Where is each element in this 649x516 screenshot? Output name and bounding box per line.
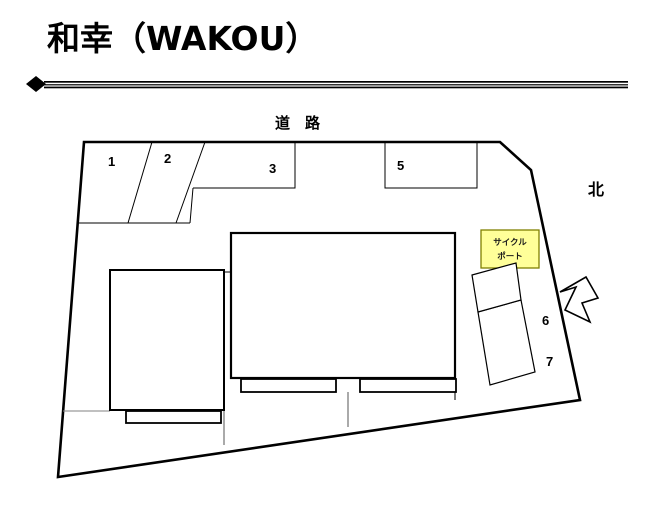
- cycle-port-label-line1: サイクル: [493, 237, 527, 248]
- main-entrance-west: [240, 378, 337, 393]
- diamond-bullet-icon: [26, 76, 46, 92]
- road-label: 道 路: [275, 114, 321, 132]
- title-block: 和幸（WAKOU）: [0, 0, 649, 100]
- stall-label-6: 6: [542, 313, 549, 328]
- west-building-entrance: [125, 410, 222, 424]
- page-title: 和幸（WAKOU）: [47, 19, 319, 58]
- stall-label-1: 1: [108, 154, 115, 169]
- site-plan-svg: 道 路 1 2 3: [56, 114, 604, 479]
- parking-row-east: 6 7: [471, 262, 553, 386]
- main-building: [224, 231, 457, 380]
- title-divider: [26, 76, 628, 92]
- site-plan-drawing: 道 路 1 2 3: [0, 100, 649, 516]
- cycle-port-label-line2: ポート: [497, 251, 523, 262]
- west-building: [109, 269, 225, 411]
- north-label: 北: [588, 180, 604, 199]
- main-entrance-east: [359, 378, 457, 393]
- parking-row-north: [78, 141, 478, 224]
- stall-label-5: 5: [397, 158, 404, 173]
- north-arrow-icon: [559, 275, 600, 324]
- stall-labels-north: 1 2 3 5: [108, 151, 404, 176]
- stall-label-7: 7: [546, 354, 553, 369]
- stall-label-2: 2: [164, 151, 171, 166]
- cycle-port: サイクル ポート: [480, 229, 540, 269]
- stall-label-3: 3: [269, 161, 276, 176]
